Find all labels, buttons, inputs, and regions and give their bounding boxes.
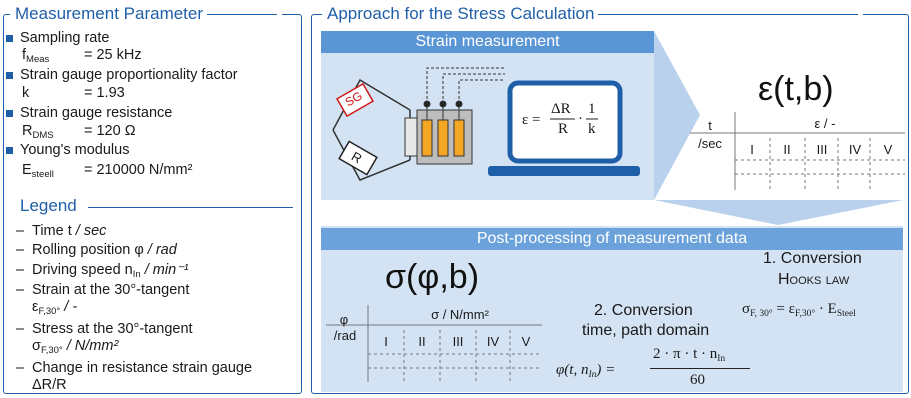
- param-value-youngs-modulus: Esteell = 210000 N/mm²: [22, 162, 193, 180]
- bullet-icon: [6, 72, 13, 79]
- strain-formula-den1: R: [558, 121, 569, 137]
- legend-item-resistance-change: –Change in resistance strain gauge ΔR/R: [16, 360, 253, 393]
- conversion-1-subtitle: Hooks law: [778, 271, 850, 288]
- param-label-gauge-resistance: Strain gauge resistance: [20, 105, 173, 121]
- conversion-2-fraction-bar: [650, 368, 750, 369]
- stress-row-header-2: /rad: [333, 328, 357, 343]
- strain-col-1: I: [750, 142, 754, 157]
- param-value-gauge-resistance: RDMS = 120 Ω: [22, 123, 136, 141]
- conversion-2-numerator: 2 · π · t · nIn: [653, 346, 726, 364]
- strain-formula-num1: ΔR: [551, 101, 571, 117]
- sg-resistor: [335, 82, 375, 118]
- strain-col-5: V: [883, 142, 893, 157]
- stress-col-5: V: [521, 334, 531, 349]
- strain-col-2: II: [783, 142, 791, 157]
- stress-col-3: III: [452, 334, 464, 349]
- strain-formula-dot: ·: [578, 111, 583, 127]
- legend-title: Legend: [20, 196, 77, 215]
- sigma-symbol: σ(φ,b): [385, 258, 480, 296]
- post-processing-banner: Post-processing of measurement data: [321, 228, 903, 250]
- legend-item-time: –Time t / sec: [16, 223, 107, 239]
- right-chevron-shape: [654, 31, 700, 200]
- laptop-icon: [488, 80, 640, 176]
- strain-row-header-2: /sec: [698, 136, 722, 151]
- param-label-sampling-rate: Sampling rate: [20, 30, 110, 46]
- strain-col-group: ε / -: [814, 116, 836, 131]
- strain-row-header-1: t: [708, 118, 712, 133]
- r-resistor: [338, 140, 378, 176]
- param-label-gauge-factor: Strain gauge proportionality factor: [20, 67, 238, 83]
- strain-formula-lhs: ε =: [522, 112, 541, 128]
- down-chevron-shape: [654, 200, 903, 225]
- param-value-gauge-factor: k = 1.93: [22, 85, 125, 101]
- legend-item-rolling-position: –Rolling position φ / rad: [16, 242, 177, 258]
- stress-col-4: IV: [486, 334, 500, 349]
- bullet-icon: [6, 147, 13, 154]
- conversion-1-title: 1. Conversion: [763, 250, 862, 267]
- conversion-2-subtitle: time, path domain: [582, 322, 710, 339]
- strain-measurement-banner: Strain measurement: [321, 31, 654, 53]
- strain-formula-den2: k: [588, 121, 596, 137]
- stress-col-group: σ / N/mm²: [431, 307, 489, 322]
- connector-block: [404, 109, 473, 165]
- conversion-1-formula: σF, 30° = εF,30° · ESteel: [742, 301, 856, 319]
- conversion-2-title: 2. Conversion: [594, 302, 693, 319]
- strain-col-4: IV: [848, 142, 862, 157]
- param-label-youngs-modulus: Young's modulus: [20, 142, 130, 158]
- param-value-sampling-rate: fMeas = 25 kHz: [22, 47, 142, 65]
- stress-row-header-1: φ: [339, 312, 349, 327]
- epsilon-symbol: ε(t,b): [758, 70, 834, 108]
- legend-item-strain: –Strain at the 30°-tangent εF,30° / -: [16, 282, 190, 317]
- legend-item-stress: –Stress at the 30°-tangent σF,30° / N/mm…: [16, 321, 193, 356]
- strain-formula-num2: 1: [588, 101, 596, 117]
- legend-item-driving-speed: –Driving speed nIn / min⁻¹: [16, 262, 189, 280]
- bullet-icon: [6, 110, 13, 117]
- strain-col-3: III: [816, 142, 828, 157]
- stress-col-1: I: [384, 334, 388, 349]
- measurement-parameter-title: Measurement Parameter: [10, 5, 283, 23]
- post-processing-panel-shape: [321, 226, 903, 392]
- conversion-2-lhs: φ(t, nIn) =: [556, 362, 616, 380]
- signal-leads: [423, 67, 505, 120]
- stress-approach-title: Approach for the Stress Calculation: [322, 5, 864, 23]
- stress-col-2: II: [418, 334, 426, 349]
- conversion-2-denominator: 60: [690, 372, 705, 388]
- bullet-icon: [6, 35, 13, 42]
- legend-divider: [88, 207, 293, 208]
